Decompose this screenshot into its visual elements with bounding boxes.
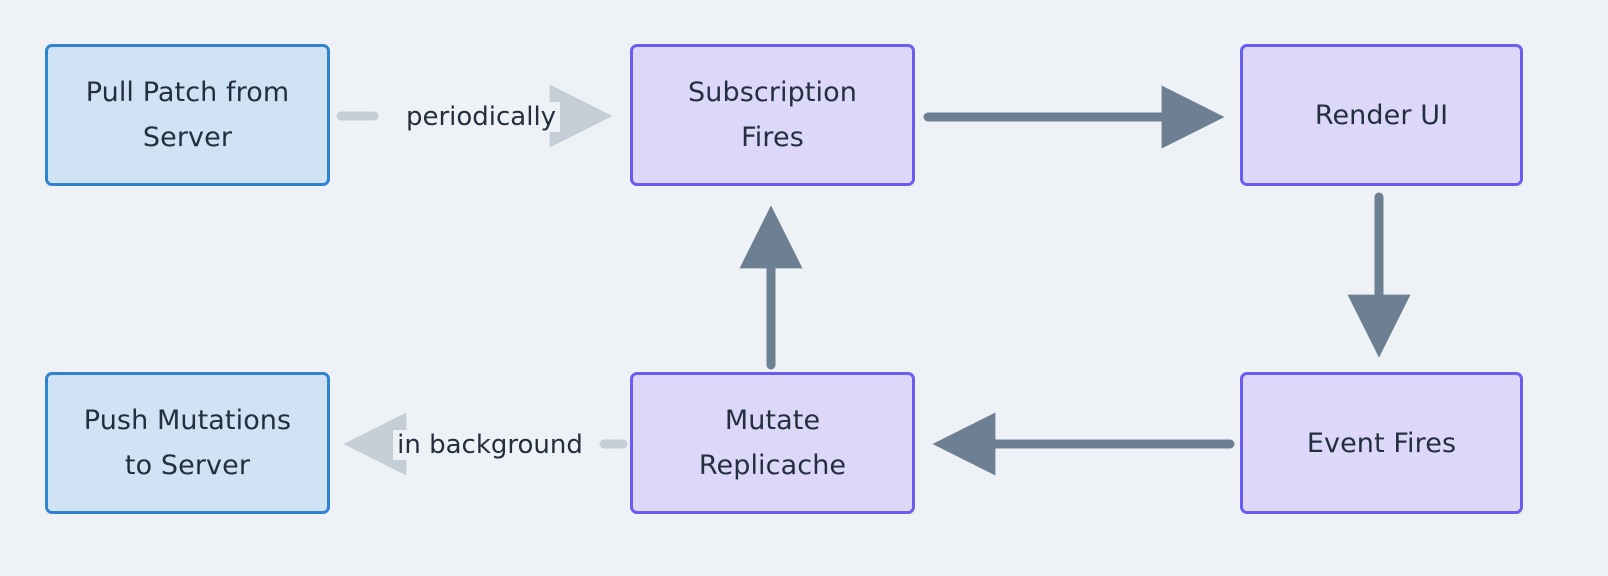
edge-label-periodically: periodically	[401, 102, 561, 132]
node-event-fires[interactable]: Event Fires	[1240, 372, 1523, 514]
node-pull-patch-from-server[interactable]: Pull Patch from Server	[45, 44, 330, 186]
node-render-ui[interactable]: Render UI	[1240, 44, 1523, 186]
edge-label-in-background: in background	[393, 430, 587, 460]
node-subscription-fires[interactable]: Subscription Fires	[630, 44, 915, 186]
node-mutate-replicache[interactable]: Mutate Replicache	[630, 372, 915, 514]
node-push-mutations-to-server[interactable]: Push Mutations to Server	[45, 372, 330, 514]
